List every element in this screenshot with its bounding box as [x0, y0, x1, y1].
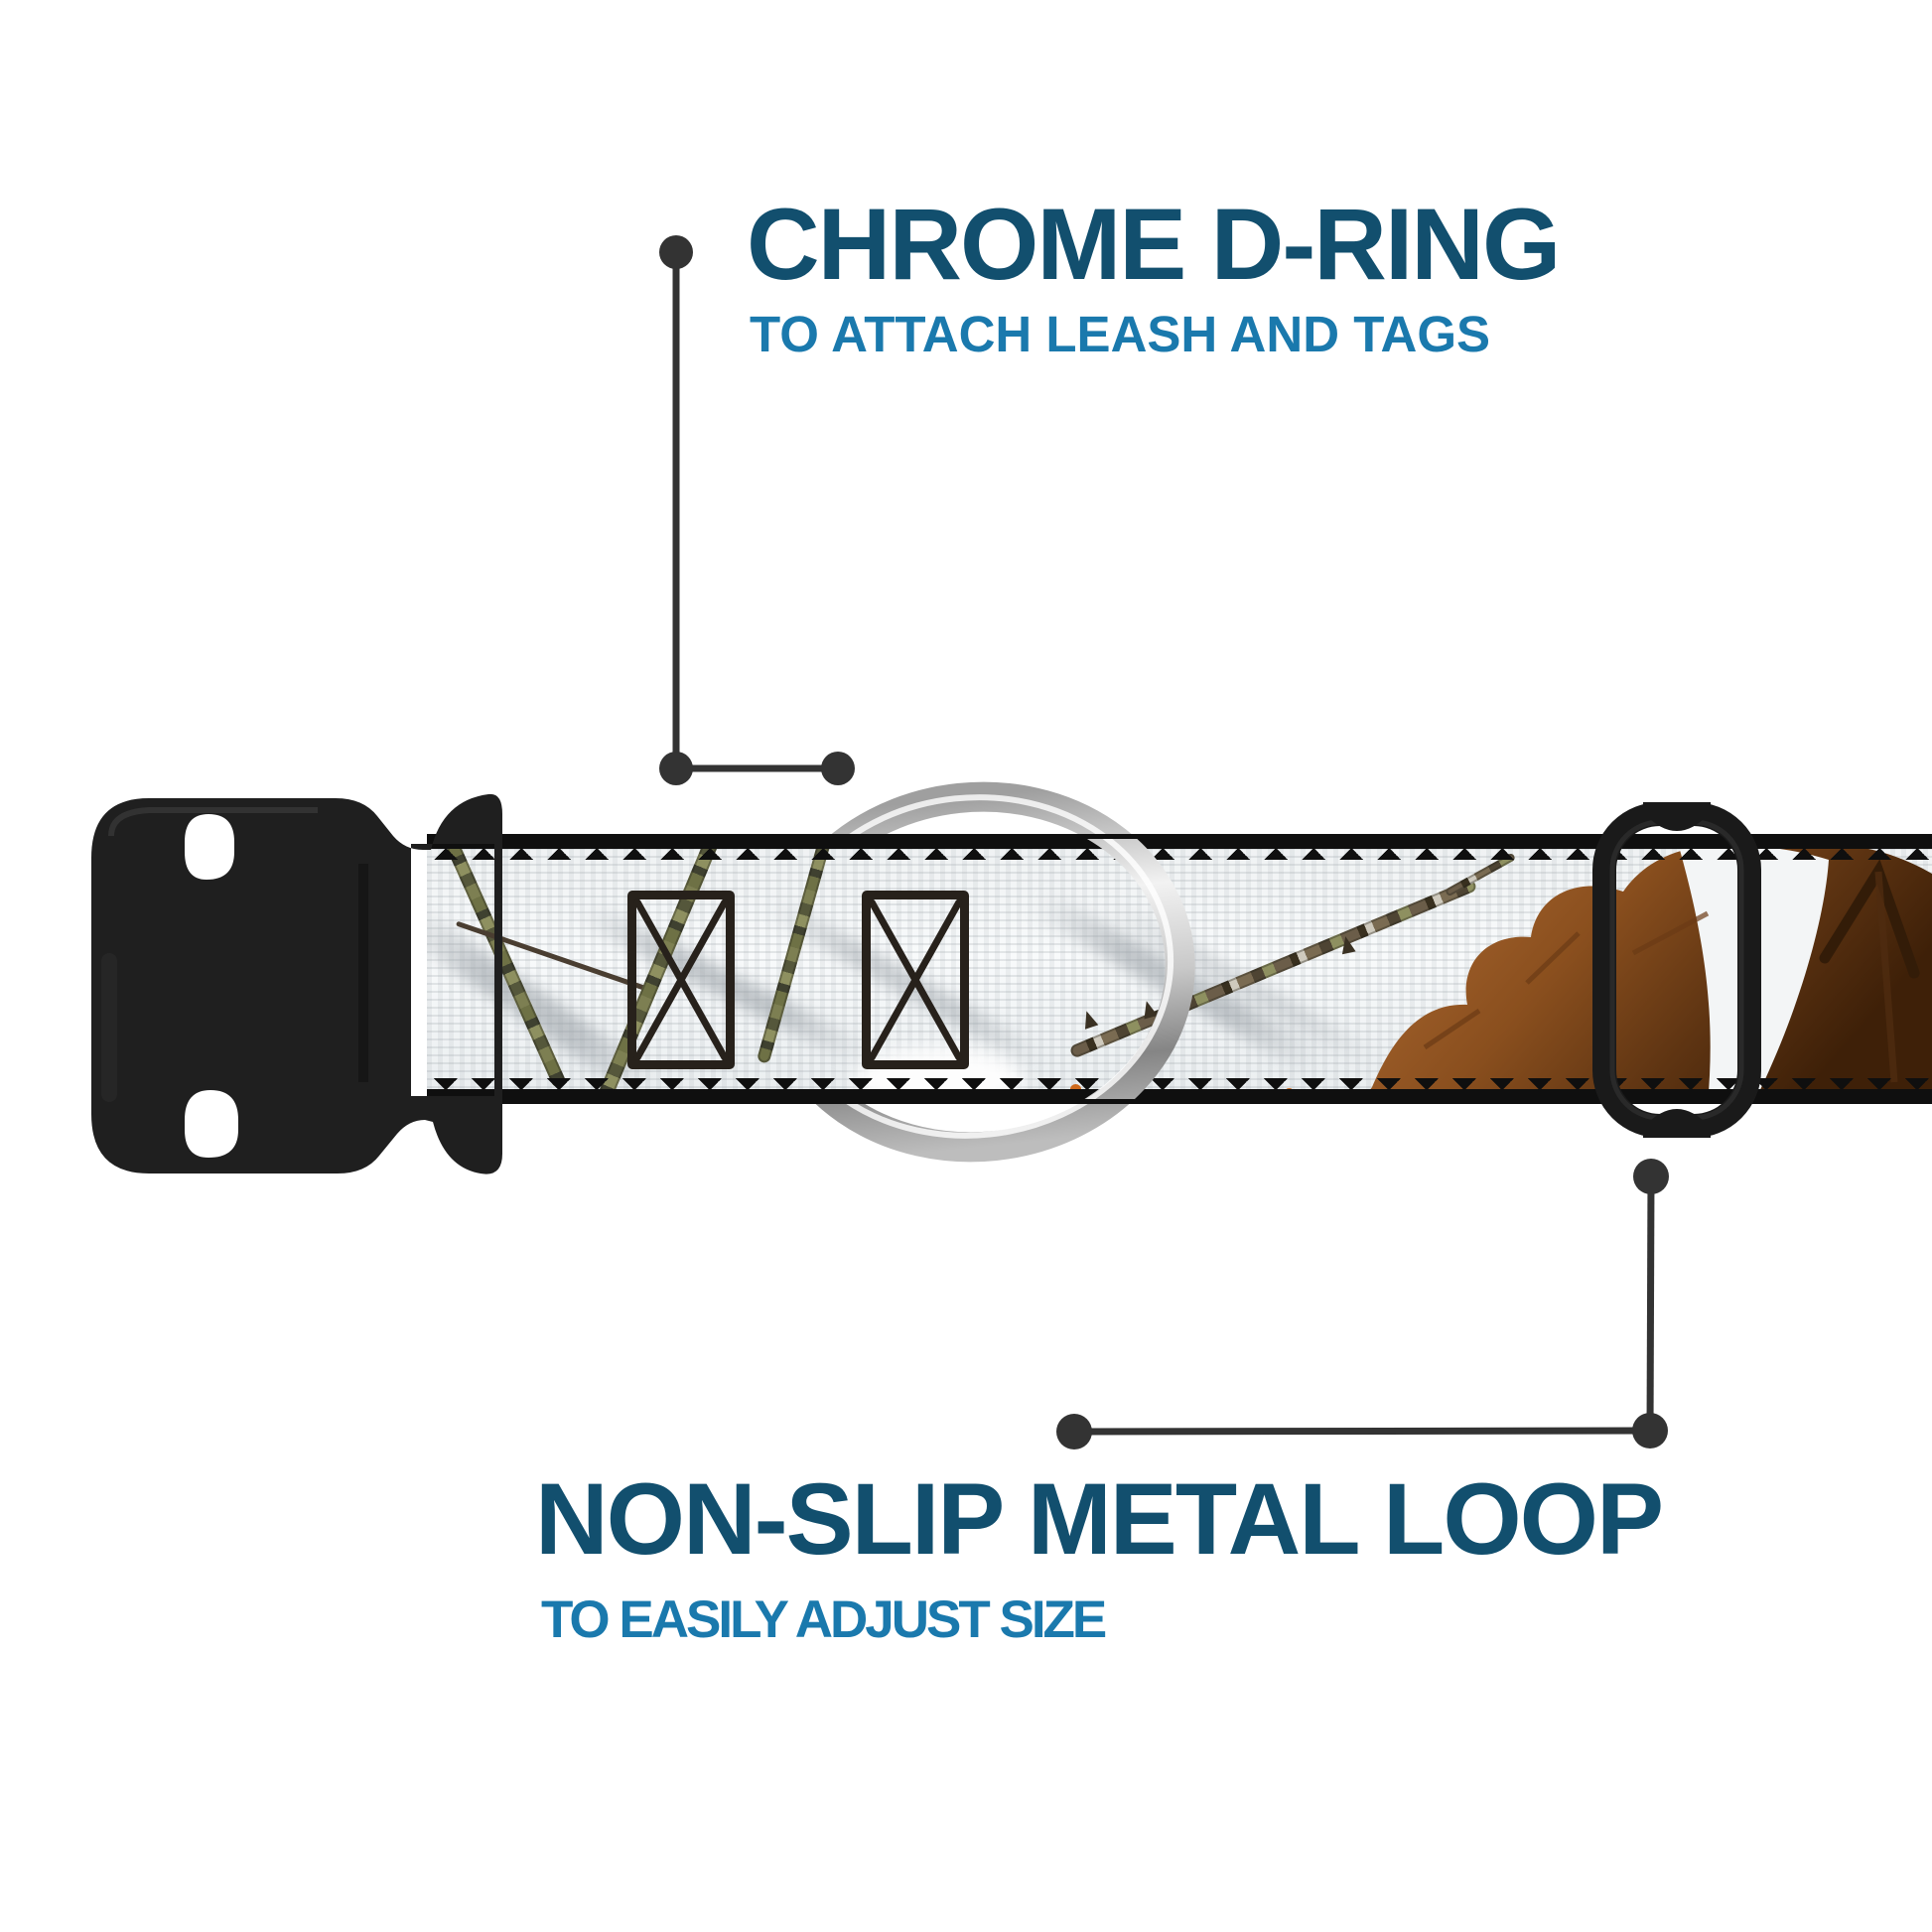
stitch-box: [862, 891, 969, 1069]
strap-top-edge: [427, 834, 1932, 849]
strap-bottom-edge: [427, 1089, 1932, 1104]
top-callout-connector: [659, 235, 855, 785]
strap-top-serration: [427, 848, 1932, 860]
strap-bottom-serration: [427, 1078, 1932, 1090]
stitch-box: [627, 891, 735, 1069]
bottom-callout-connector: [1056, 1159, 1669, 1449]
